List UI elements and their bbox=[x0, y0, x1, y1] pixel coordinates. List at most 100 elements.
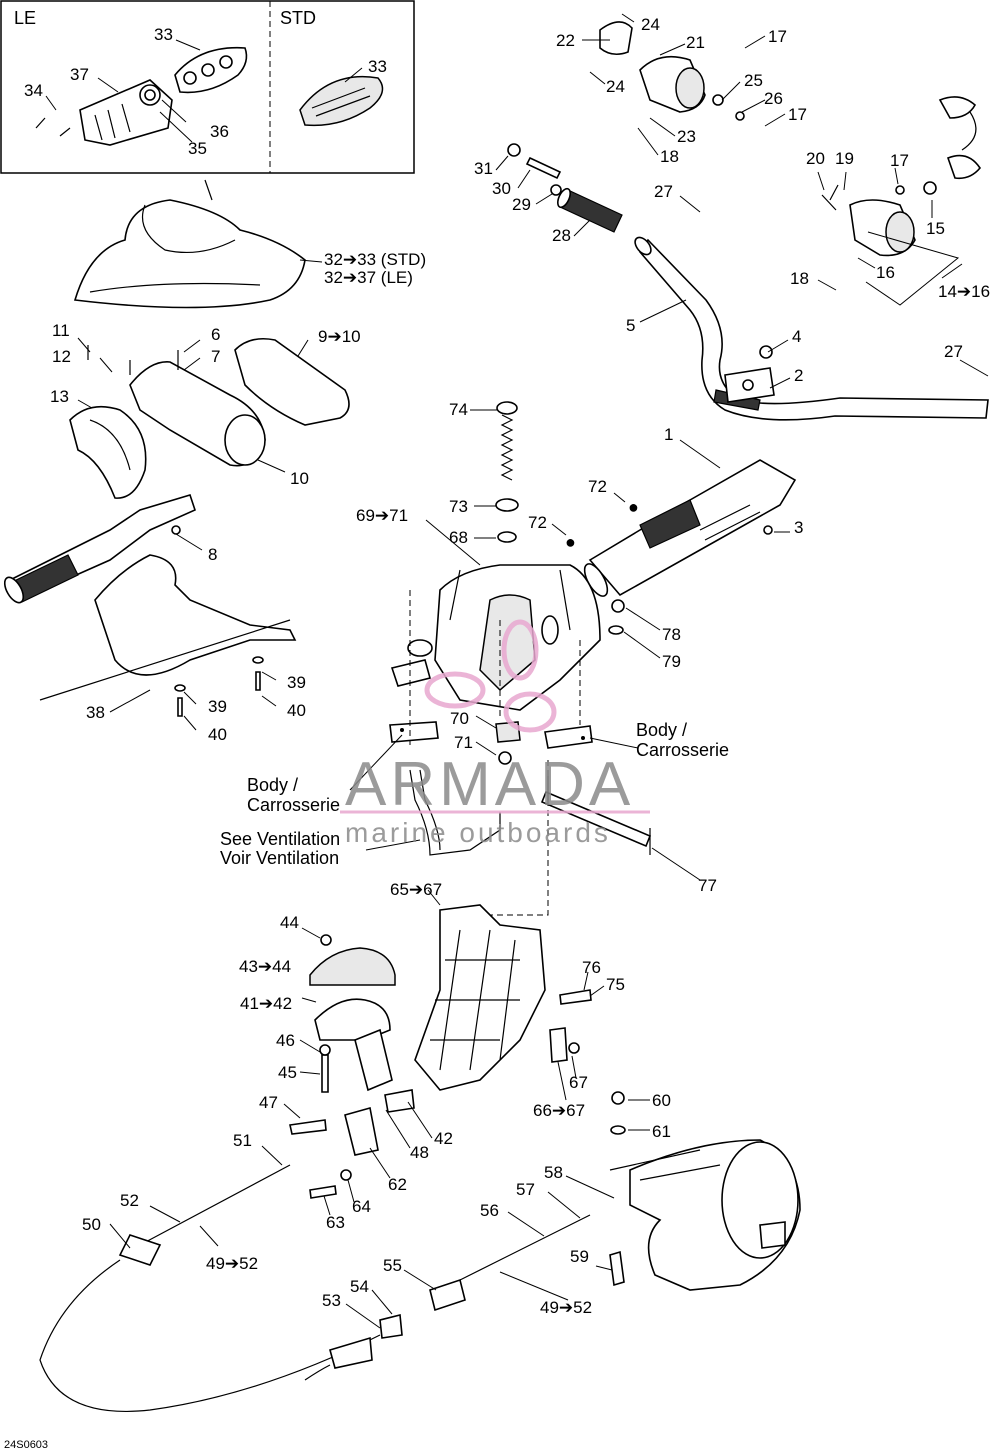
callout: 45 bbox=[278, 1063, 297, 1082]
inset-box: LE STD bbox=[0, 0, 415, 174]
callout: 44 bbox=[280, 913, 299, 932]
callout: 60 bbox=[652, 1091, 671, 1110]
callout: 5 bbox=[626, 316, 635, 335]
callout: 16 bbox=[876, 263, 895, 282]
callout: 63 bbox=[326, 1213, 345, 1232]
callout: 71 bbox=[454, 733, 473, 752]
callout: 18 bbox=[660, 147, 679, 166]
nozzle bbox=[609, 1139, 801, 1291]
callout: 58 bbox=[544, 1163, 563, 1182]
top-cover-32 bbox=[73, 179, 306, 309]
callout: 72 bbox=[528, 513, 547, 532]
callout: 66➔67 bbox=[533, 1101, 585, 1120]
callout: 39 bbox=[208, 697, 227, 716]
callout: 64 bbox=[352, 1197, 371, 1216]
note-ventilation-2: Voir Ventilation bbox=[220, 848, 339, 868]
end-parts-29-31 bbox=[507, 143, 562, 196]
callout: 72 bbox=[588, 477, 607, 496]
callout: 40 bbox=[208, 725, 227, 744]
callout: 73 bbox=[449, 497, 468, 516]
callout: 49➔52 bbox=[206, 1254, 258, 1273]
callout: 69➔71 bbox=[356, 506, 408, 525]
callout: 7 bbox=[211, 347, 220, 366]
callout: 36 bbox=[210, 122, 229, 141]
callout: 54 bbox=[350, 1277, 369, 1296]
callout: 3 bbox=[794, 518, 803, 537]
clamp-2 bbox=[724, 367, 775, 403]
callout: 77 bbox=[698, 876, 717, 895]
callout: 24 bbox=[641, 15, 660, 34]
callout: 49➔52 bbox=[540, 1298, 592, 1317]
callout: 12 bbox=[52, 347, 71, 366]
callout: 59 bbox=[570, 1247, 589, 1266]
callout: 79 bbox=[662, 652, 681, 671]
lever-62 bbox=[344, 1106, 379, 1156]
drawing-code: 24S0603 bbox=[4, 1439, 48, 1451]
std-cover-33 bbox=[299, 75, 384, 127]
left-housing-13 bbox=[69, 405, 147, 499]
cable-49-upper bbox=[39, 1164, 381, 1412]
callout: 10 bbox=[290, 469, 309, 488]
callout: 53 bbox=[322, 1291, 341, 1310]
callout: 42 bbox=[434, 1129, 453, 1148]
svg-text:●: ● bbox=[628, 497, 639, 517]
callout: 27 bbox=[654, 182, 673, 201]
pads-70 bbox=[389, 659, 593, 765]
handlebar-5 bbox=[634, 236, 989, 421]
callout: 20 bbox=[806, 149, 825, 168]
grip-28 bbox=[557, 187, 623, 233]
spring-74 bbox=[496, 401, 518, 481]
support-69 bbox=[407, 564, 601, 711]
throttle-housing-21 bbox=[599, 21, 745, 121]
callout: 70 bbox=[450, 709, 469, 728]
callout: 75 bbox=[606, 975, 625, 994]
callout: 37 bbox=[70, 65, 89, 84]
callout: 13 bbox=[50, 387, 69, 406]
callout: 9➔10 bbox=[318, 327, 361, 346]
callout: 76 bbox=[582, 958, 601, 977]
propeller-logo-icon bbox=[424, 619, 557, 733]
small-bolts bbox=[289, 989, 626, 1287]
callout: 11 bbox=[52, 321, 70, 340]
svg-text:●: ● bbox=[565, 532, 576, 552]
callout: 17 bbox=[768, 27, 787, 46]
callout: 51 bbox=[233, 1131, 252, 1150]
cover-9 bbox=[234, 337, 350, 426]
left-cover-10 bbox=[129, 361, 266, 467]
inset-le-label: LE bbox=[14, 8, 36, 28]
callout: 61 bbox=[652, 1122, 671, 1141]
callout: 56 bbox=[480, 1201, 499, 1220]
ventilation-tube bbox=[409, 769, 501, 856]
note-body-right-1: Body / bbox=[636, 720, 687, 740]
le-cover-33 bbox=[174, 46, 248, 94]
callout: 8 bbox=[208, 545, 217, 564]
callout: 34 bbox=[24, 81, 43, 100]
callout: 15 bbox=[926, 219, 945, 238]
callout: 2 bbox=[794, 366, 803, 385]
watermark-tagline: marine outboards bbox=[345, 817, 611, 848]
callout: 68 bbox=[449, 528, 468, 547]
armada-watermark: ARMADA marine outboards bbox=[340, 619, 650, 848]
callout: 6 bbox=[211, 325, 220, 344]
callout: 28 bbox=[552, 226, 571, 245]
bracket-48-42 bbox=[354, 1028, 415, 1113]
note-body-left-2: Carrosserie bbox=[247, 795, 340, 815]
callout: 30 bbox=[492, 179, 511, 198]
callout: 43➔44 bbox=[239, 957, 291, 976]
clamp-41 bbox=[314, 998, 391, 1041]
callout: 67 bbox=[569, 1073, 588, 1092]
fasteners-39-40 bbox=[87, 345, 264, 717]
left-grip-area bbox=[3, 494, 196, 604]
callout: 55 bbox=[383, 1256, 402, 1275]
note-body-left-1: Body / bbox=[247, 775, 298, 795]
callout: 21 bbox=[686, 33, 705, 52]
callout: 65➔67 bbox=[390, 880, 442, 899]
washers-73-68 bbox=[495, 498, 519, 543]
callout: 74 bbox=[449, 400, 468, 419]
callout: 32➔37 (LE) bbox=[324, 268, 413, 287]
callout: 17 bbox=[788, 105, 807, 124]
callout: 48 bbox=[410, 1143, 429, 1162]
le-control-housing bbox=[79, 79, 173, 146]
callout: 32➔33 (STD) bbox=[324, 250, 426, 269]
